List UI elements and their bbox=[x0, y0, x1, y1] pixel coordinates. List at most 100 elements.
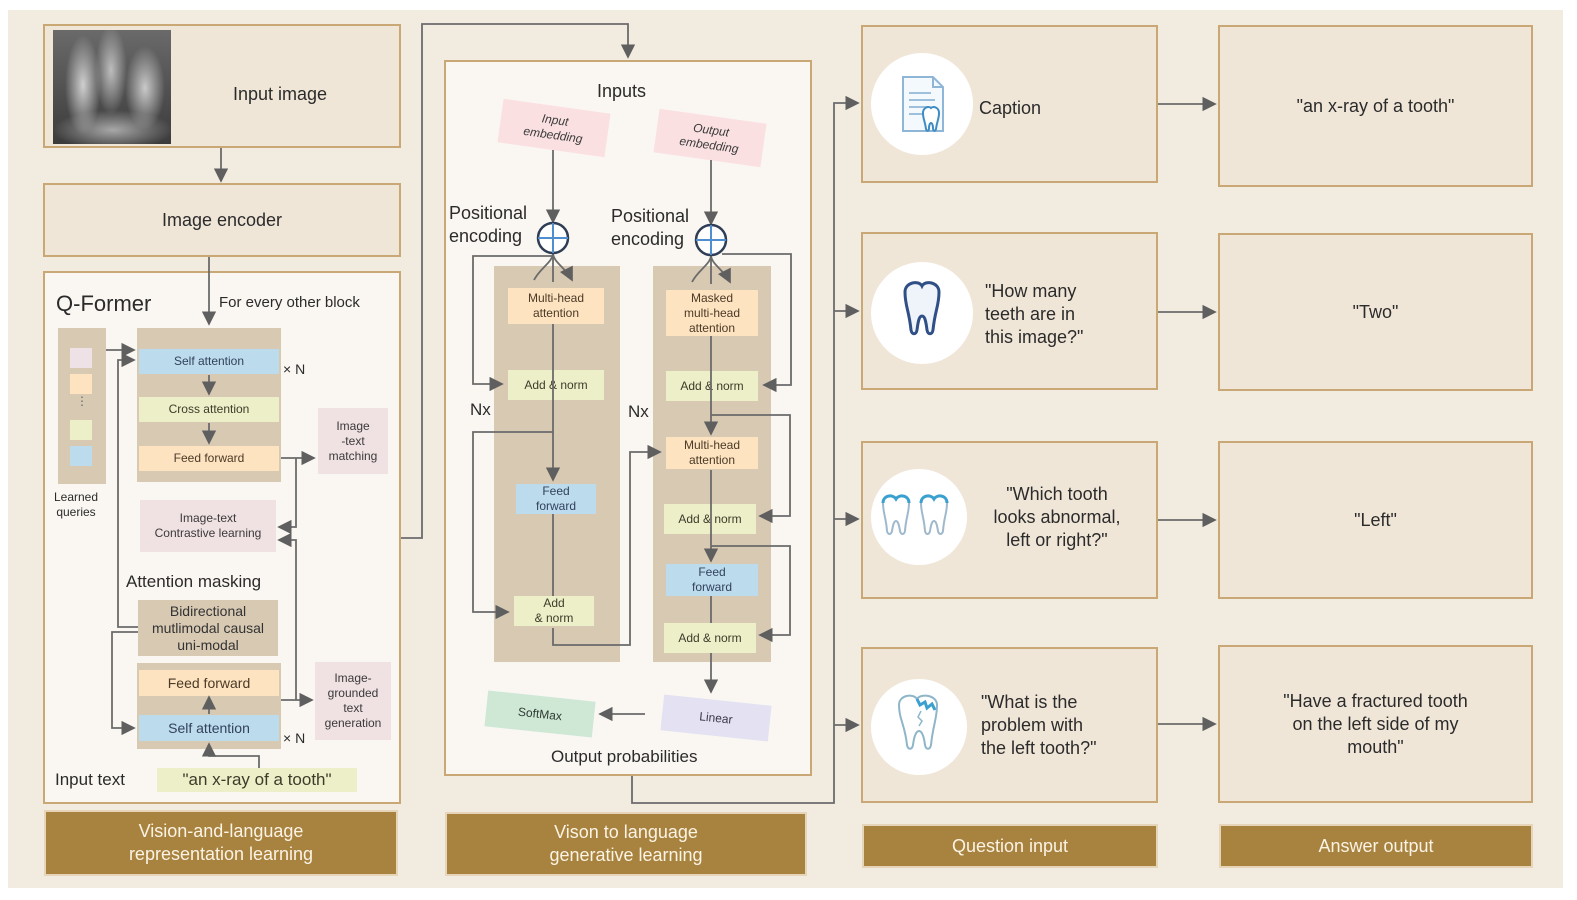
question-text: "What is the problem with the left tooth… bbox=[981, 692, 1097, 758]
decoder-add-norm-2: Add & norm bbox=[664, 504, 756, 534]
question-text: "How many teeth are in this image?" bbox=[985, 281, 1084, 347]
softmax-label: SoftMax bbox=[517, 704, 563, 723]
encoder-add-norm-2-label: Add & norm bbox=[534, 596, 574, 625]
dental-xray-image bbox=[53, 30, 171, 144]
question-input-label: Question input bbox=[951, 835, 1069, 856]
answer-box: "Have a fractured tooth on the left side… bbox=[1218, 645, 1533, 803]
encoder-add-norm-2: Add & norm bbox=[514, 596, 594, 626]
decoder-feed-forward: Feed forward bbox=[666, 564, 758, 596]
query-token bbox=[70, 348, 92, 368]
learned-queries: ⋮ bbox=[58, 328, 106, 484]
answer-text: "Have a fractured tooth on the left side… bbox=[1283, 690, 1468, 757]
icon-circle bbox=[871, 469, 967, 565]
answer-box: "Two" bbox=[1218, 233, 1533, 391]
representation-learning-footer: Vision-and-language representation learn… bbox=[44, 810, 398, 876]
input-image-label: Input image bbox=[233, 84, 328, 104]
input-text-value: "an x-ray of a tooth" bbox=[157, 768, 357, 792]
repeat-n-label: × N bbox=[283, 361, 306, 377]
answer-box: "Left" bbox=[1218, 441, 1533, 599]
contrastive-learning-box: Image-text Contrastive learning bbox=[140, 500, 276, 552]
decoder-repeat-label: Nx bbox=[628, 402, 649, 421]
image-encoder-box: Image encoder bbox=[43, 183, 401, 257]
image-text-matching-box: Image -text matching bbox=[318, 408, 388, 474]
encoder-add-norm-1: Add & norm bbox=[508, 370, 604, 400]
self-attention-block: Self attention bbox=[139, 349, 279, 374]
feed-forward-block: Feed forward bbox=[139, 446, 279, 471]
question-box: "How many teeth are in this image?" bbox=[861, 232, 1158, 390]
self-attention-bottom-label: Self attention bbox=[168, 719, 250, 736]
icon-circle bbox=[871, 262, 973, 364]
generative-learning-footer: Vison to language generative learning bbox=[445, 812, 807, 876]
icon-circle bbox=[871, 679, 967, 775]
document-tooth-icon bbox=[902, 76, 944, 132]
decoder-multi-head-attention-label: Multi-head attention bbox=[683, 438, 741, 467]
answer-box: "an x-ray of a tooth" bbox=[1218, 25, 1533, 187]
input-text-label: Input text bbox=[55, 770, 125, 789]
self-attention-block-bottom: Self attention bbox=[139, 715, 279, 741]
answer-text: "Left" bbox=[1354, 509, 1397, 530]
decoder-add-norm-1: Add & norm bbox=[666, 371, 758, 401]
answer-text: "an x-ray of a tooth" bbox=[1296, 95, 1455, 116]
input-embedding-label: Input embedding bbox=[522, 111, 584, 146]
two-teeth-icon bbox=[881, 494, 949, 535]
ellipsis-icon: ⋮ bbox=[76, 394, 88, 408]
encoder-multi-head-attention-label: Multi-head attention bbox=[527, 291, 585, 320]
input-image-box: Input image bbox=[43, 24, 401, 148]
question-text-label: "Which tooth looks abnormal, left or rig… bbox=[993, 484, 1121, 550]
inputs-title: Inputs bbox=[597, 81, 647, 101]
query-token bbox=[70, 374, 92, 394]
output-probabilities-label: Output probabilities bbox=[551, 747, 698, 766]
learned-queries-label: Learned queries bbox=[53, 490, 99, 519]
image-grounded-generation-box: Image- grounded text generation bbox=[315, 662, 391, 740]
output-embedding-label: Output embedding bbox=[678, 120, 740, 156]
representation-learning-label: Vision-and-language representation learn… bbox=[128, 821, 314, 864]
tooth-icon bbox=[903, 281, 941, 336]
decoder-masked-attention: Masked multi-head attention bbox=[666, 290, 758, 336]
image-encoder-label: Image encoder bbox=[161, 209, 283, 230]
image-text-matching-label: Image -text matching bbox=[328, 418, 378, 463]
answer-output-footer: Answer output bbox=[1219, 824, 1533, 868]
cross-attention-block: Cross attention bbox=[139, 397, 279, 422]
decoder-add-norm-1-label: Add & norm bbox=[680, 378, 744, 393]
masking-types-label: Bidirectional mutlimodal causal uni-moda… bbox=[151, 602, 265, 653]
decoder-multi-head-attention: Multi-head attention bbox=[666, 437, 758, 469]
answer-text: "Two" bbox=[1352, 301, 1399, 322]
self-attention-label: Self attention bbox=[173, 354, 245, 368]
feed-forward-block-bottom: Feed forward bbox=[139, 670, 279, 696]
question-input-footer: Question input bbox=[862, 824, 1158, 868]
contrastive-learning-label: Image-text Contrastive learning bbox=[154, 511, 262, 540]
attention-masking-title: Attention masking bbox=[126, 572, 262, 591]
input-text-value-label: "an x-ray of a tooth" bbox=[182, 770, 332, 789]
positional-encoding-right-label: Positional encoding bbox=[611, 206, 690, 249]
qformer-title: Q-Former bbox=[56, 291, 152, 316]
decoder-add-norm-2-label: Add & norm bbox=[678, 511, 742, 526]
answer-output-label: Answer output bbox=[1318, 835, 1434, 856]
every-other-block-label: For every other block bbox=[219, 294, 360, 311]
decoder-add-norm-3: Add & norm bbox=[664, 623, 756, 653]
icon-circle bbox=[871, 53, 973, 155]
feed-forward-bottom-label: Feed forward bbox=[167, 674, 251, 691]
query-token bbox=[70, 420, 92, 440]
query-token bbox=[70, 446, 92, 466]
repeat-n-label-bottom: × N bbox=[283, 730, 306, 746]
image-grounded-generation-label: Image- grounded text generation bbox=[324, 671, 382, 730]
positional-encoding-left-label: Positional encoding bbox=[449, 203, 528, 246]
feed-forward-label: Feed forward bbox=[173, 451, 245, 465]
encoder-add-norm-1-label: Add & norm bbox=[524, 377, 588, 392]
decoder-feed-forward-label: Feed forward bbox=[691, 565, 732, 594]
question-text: "Which tooth looks abnormal, left or rig… bbox=[983, 483, 1131, 552]
masking-types-box: Bidirectional mutlimodal causal uni-moda… bbox=[138, 600, 278, 656]
generative-learning-label: Vison to language generative learning bbox=[549, 822, 703, 865]
question-box: "Which tooth looks abnormal, left or rig… bbox=[861, 441, 1158, 599]
encoder-feed-forward-label: Feed forward bbox=[535, 484, 576, 513]
encoder-multi-head-attention: Multi-head attention bbox=[508, 288, 604, 324]
encoder-repeat-label: Nx bbox=[470, 400, 491, 419]
cross-attention-label: Cross attention bbox=[168, 402, 250, 416]
decoder-add-norm-3-label: Add & norm bbox=[678, 630, 742, 645]
question-text: Caption bbox=[979, 98, 1042, 118]
question-box: Caption bbox=[861, 25, 1158, 183]
linear-label: Linear bbox=[698, 708, 734, 727]
decoder-masked-attention-label: Masked multi-head attention bbox=[683, 290, 741, 335]
question-box: "What is the problem with the left tooth… bbox=[861, 647, 1158, 803]
fractured-tooth-icon bbox=[897, 694, 939, 750]
